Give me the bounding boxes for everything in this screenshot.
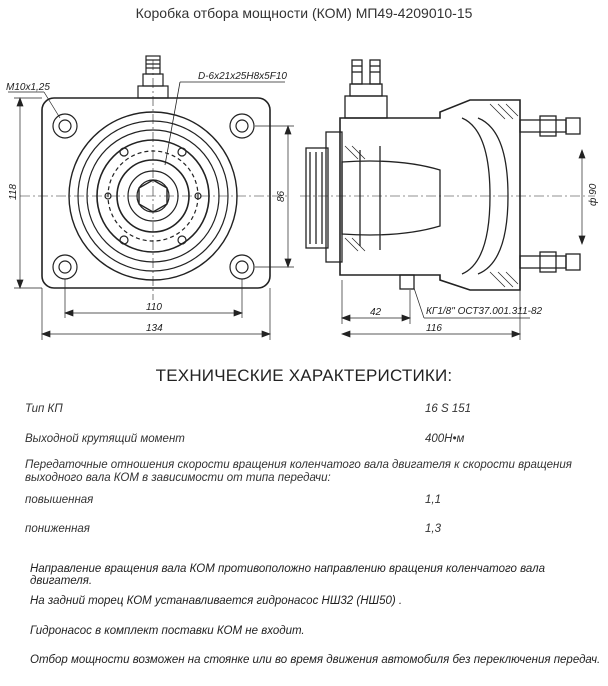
torque-label: Выходной крутящий момент (25, 433, 185, 445)
type-value: 16 S 151 (425, 403, 472, 415)
dim-134: 134 (146, 323, 163, 334)
dim-118: 118 (8, 184, 19, 200)
dim-116: 116 (426, 323, 442, 334)
dim-110: 110 (146, 302, 162, 313)
type-label: Тип КП (25, 403, 63, 415)
torque-value: 400Н•м (425, 433, 465, 445)
lowered-gear-label: пониженная (25, 523, 90, 535)
ratio-description: Передаточные отношения скорости вращения… (25, 459, 572, 484)
plug-spec-label: КГ1/8" ОСТ37.001.311-82 (426, 306, 543, 317)
note-rotation: Направление вращения вала КОМ противопол… (30, 563, 546, 587)
note-pump-not-included: Гидронасос в комплект поставки КОМ не вх… (30, 625, 305, 637)
mounting-holes (52, 113, 255, 280)
dim-86: 86 (276, 190, 287, 202)
technical-drawing: M10x1,25 D-6x21x25H8x5F10 118 86 110 134… (6, 55, 599, 340)
spline-label: D-6x21x25H8x5F10 (198, 71, 287, 82)
thread-label: M10x1,25 (6, 82, 50, 93)
dim-42: 42 (370, 307, 382, 318)
lowered-gear-value: 1,3 (425, 523, 441, 535)
specs-heading: ТЕХНИЧЕСКИЕ ХАРАКТЕРИСТИКИ: (155, 366, 453, 385)
raised-gear-label: повышенная (25, 494, 94, 506)
side-dimensions (341, 149, 586, 340)
front-view (20, 55, 290, 300)
front-dimensions (8, 91, 294, 340)
raised-gear-value: 1,1 (425, 494, 441, 506)
side-view (300, 59, 595, 291)
note-pump-mount: На задний торец КОМ устанавливается гидр… (30, 595, 403, 607)
dim-diam-90: ф 90 (587, 183, 599, 206)
page-title: Коробка отбора мощности (КОМ) МП49-42090… (135, 5, 473, 21)
note-power-takeoff: Отбор мощности возможен на стоянке или в… (30, 654, 601, 666)
